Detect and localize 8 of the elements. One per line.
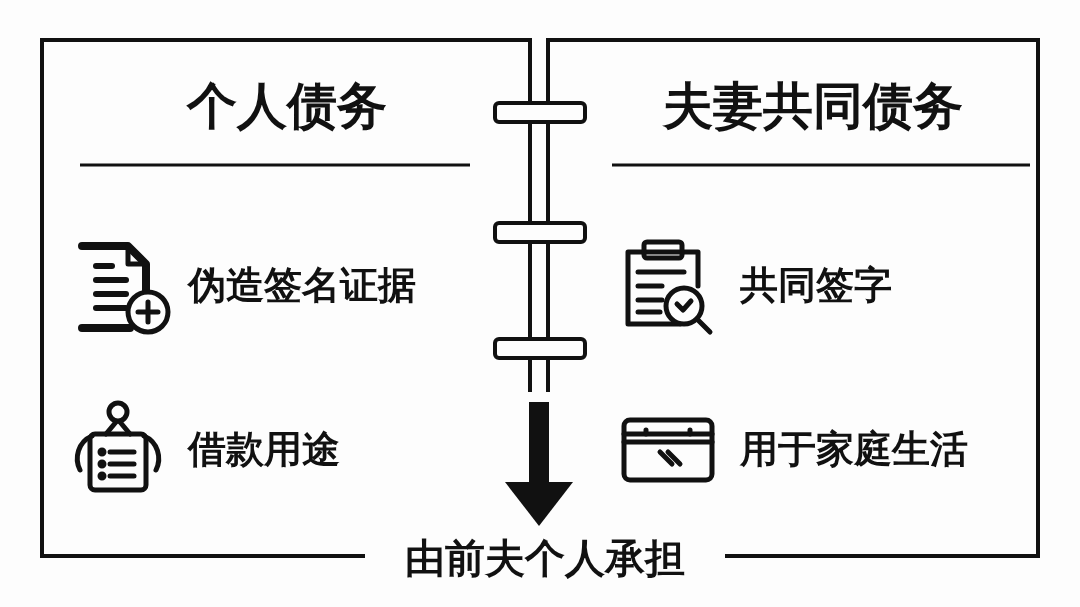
panel-heading: 个人债务: [185, 76, 388, 136]
item-label: 共同签字: [740, 262, 892, 308]
item-label: 伪造签名证据: [188, 262, 416, 308]
item-label: 借款用途: [188, 426, 340, 472]
arrow: [505, 402, 573, 526]
item-label: 用于家庭生活: [740, 426, 968, 472]
conclusion-text: 由前夫个人承担: [404, 534, 686, 583]
panel-heading: 夫妻共同债务: [661, 76, 964, 136]
